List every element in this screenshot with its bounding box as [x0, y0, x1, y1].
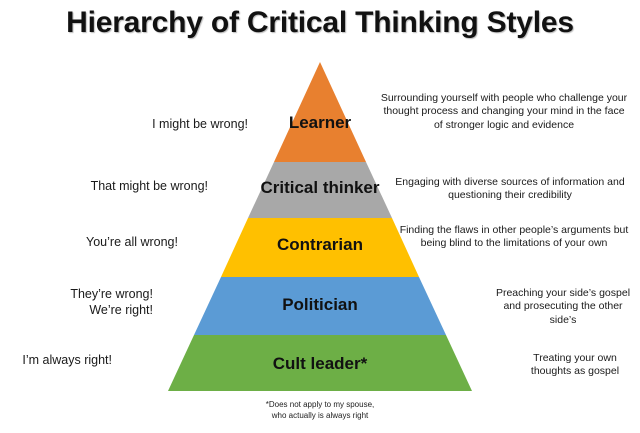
footnote: *Does not apply to my spouse,who actuall…	[265, 400, 375, 420]
pyramid-tier-learner	[274, 62, 366, 162]
tier-label-contrarian: Contrarian	[277, 235, 363, 254]
pyramid-tier-cult-leader	[168, 335, 472, 391]
tier-label-critical-thinker: Critical thinker	[260, 178, 380, 197]
right-note-contrarian: Finding the flaws in other people’s argu…	[399, 224, 629, 250]
left-note-critical-thinker: That might be wrong!	[90, 179, 208, 193]
right-note-cult-leader: Treating your own thoughts as gospel	[530, 352, 620, 378]
pyramid-tier-critical-thinker	[248, 162, 392, 218]
pyramid-tier-politician	[194, 277, 446, 335]
tier-label-learner: Learner	[288, 113, 352, 132]
right-note-critical-thinker: Engaging with diverse sources of informa…	[395, 176, 625, 202]
left-note-contrarian: You’re all wrong!	[86, 235, 178, 249]
tier-label-cult-leader: Cult leader*	[272, 354, 368, 373]
left-note-cult-leader: I’m always right!	[22, 353, 112, 367]
tier-label-politician: Politician	[282, 295, 358, 314]
left-note-learner: I might be wrong!	[152, 117, 248, 131]
page-title: Hierarchy of Critical Thinking Styles	[66, 6, 574, 39]
right-note-politician: Preaching your side’s gospel and prosecu…	[495, 287, 631, 326]
right-note-learner: Surrounding yourself with people who cha…	[380, 92, 628, 131]
pyramid-tier-contrarian	[221, 218, 419, 277]
left-note-politician: They’re wrong!We’re right!	[70, 287, 153, 317]
